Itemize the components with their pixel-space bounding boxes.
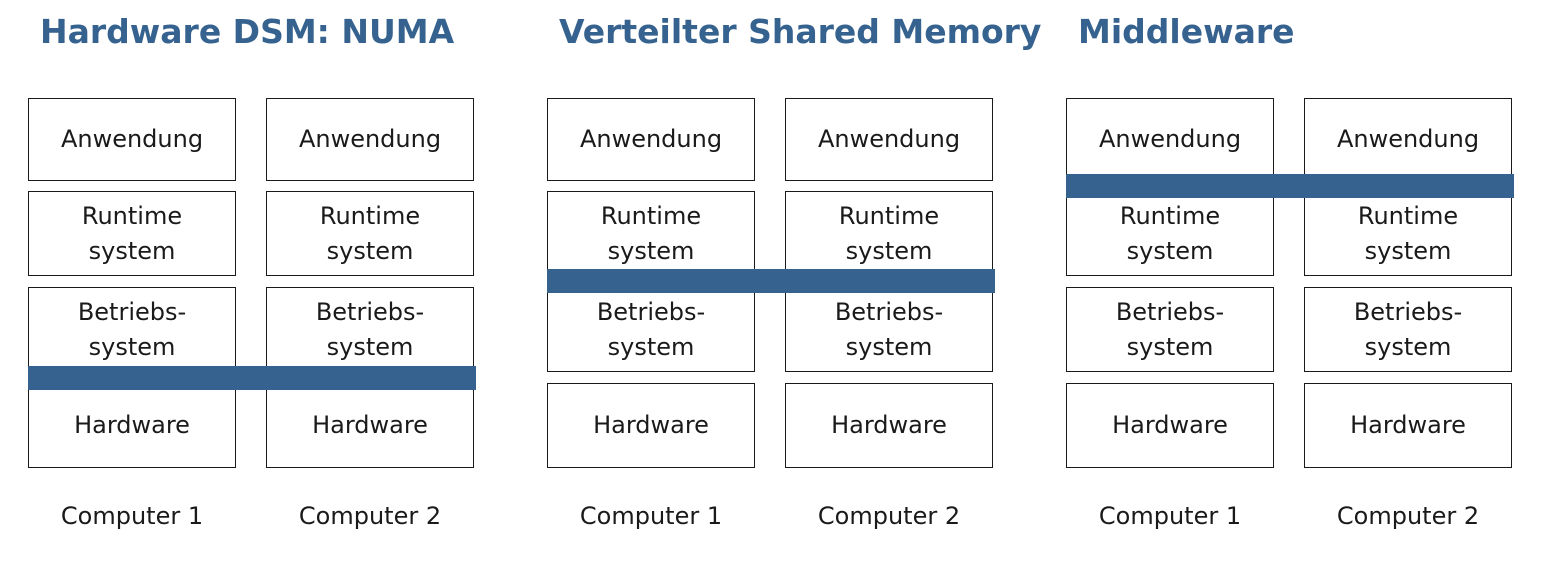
layer-betriebssystem: Betriebs- system	[547, 287, 755, 372]
layer-betriebssystem: Betriebs- system	[1066, 287, 1274, 372]
layer-label: Anwendung	[60, 125, 204, 153]
layer-label: Runtime system	[1119, 201, 1221, 265]
layer-label: Runtime system	[600, 201, 702, 265]
computer-label: Computer 1	[1098, 502, 1242, 530]
panel-hardware-dsm-numa: Hardware DSM: NUMA Anwendung Runtime sys…	[0, 0, 500, 566]
layer-hardware: Hardware	[1066, 383, 1274, 468]
layer-runtime-system: Runtime system	[785, 191, 993, 276]
layer-label: Hardware	[312, 411, 428, 439]
layer-label: Betriebs- system	[834, 297, 944, 361]
layer-betriebssystem: Betriebs- system	[266, 287, 474, 372]
layer-label: Runtime system	[319, 201, 421, 265]
layer-hardware: Hardware	[266, 383, 474, 468]
layer-label: Runtime system	[81, 201, 183, 265]
layer-label: Hardware	[831, 411, 947, 439]
layer-label: Runtime system	[1357, 201, 1459, 265]
layer-anwendung: Anwendung	[266, 98, 474, 181]
layer-betriebssystem: Betriebs- system	[785, 287, 993, 372]
layer-label: Hardware	[1112, 411, 1228, 439]
panel-title: Hardware DSM: NUMA	[40, 12, 455, 51]
layer-label: Betriebs- system	[77, 297, 187, 361]
panel-middleware: Middleware Anwendung Runtime system Betr…	[1038, 0, 1538, 566]
panel-title: Verteilter Shared Memory	[559, 12, 1042, 51]
computer-label: Computer 1	[579, 502, 723, 530]
layer-anwendung: Anwendung	[1066, 98, 1274, 181]
layer-anwendung: Anwendung	[785, 98, 993, 181]
layer-label: Anwendung	[817, 125, 961, 153]
layer-runtime-system: Runtime system	[547, 191, 755, 276]
layer-betriebssystem: Betriebs- system	[1304, 287, 1512, 372]
panel-verteilter-shared-memory: Verteilter Shared Memory Anwendung Runti…	[519, 0, 1041, 566]
computer-label: Computer 2	[1336, 502, 1480, 530]
shared-memory-bar	[28, 366, 476, 390]
computer-label: Computer 2	[298, 502, 442, 530]
layer-label: Anwendung	[1336, 125, 1480, 153]
computer-label: Computer 2	[817, 502, 961, 530]
layer-hardware: Hardware	[1304, 383, 1512, 468]
layer-label: Hardware	[1350, 411, 1466, 439]
layer-hardware: Hardware	[28, 383, 236, 468]
layer-label: Anwendung	[579, 125, 723, 153]
layer-runtime-system: Runtime system	[266, 191, 474, 276]
layer-runtime-system: Runtime system	[1066, 191, 1274, 276]
shared-memory-bar	[547, 269, 995, 293]
layer-anwendung: Anwendung	[1304, 98, 1512, 181]
layer-anwendung: Anwendung	[547, 98, 755, 181]
shared-memory-bar	[1066, 174, 1514, 198]
layer-label: Betriebs- system	[1353, 297, 1463, 361]
layer-anwendung: Anwendung	[28, 98, 236, 181]
layer-hardware: Hardware	[547, 383, 755, 468]
layer-label: Betriebs- system	[1115, 297, 1225, 361]
layer-hardware: Hardware	[785, 383, 993, 468]
panel-title: Middleware	[1078, 12, 1295, 51]
layer-label: Anwendung	[1098, 125, 1242, 153]
layer-label: Hardware	[74, 411, 190, 439]
computer-label: Computer 1	[60, 502, 204, 530]
layer-label: Anwendung	[298, 125, 442, 153]
layer-runtime-system: Runtime system	[28, 191, 236, 276]
layer-label: Betriebs- system	[596, 297, 706, 361]
layer-betriebssystem: Betriebs- system	[28, 287, 236, 372]
layer-label: Betriebs- system	[315, 297, 425, 361]
layer-label: Hardware	[593, 411, 709, 439]
layer-runtime-system: Runtime system	[1304, 191, 1512, 276]
layer-label: Runtime system	[838, 201, 940, 265]
